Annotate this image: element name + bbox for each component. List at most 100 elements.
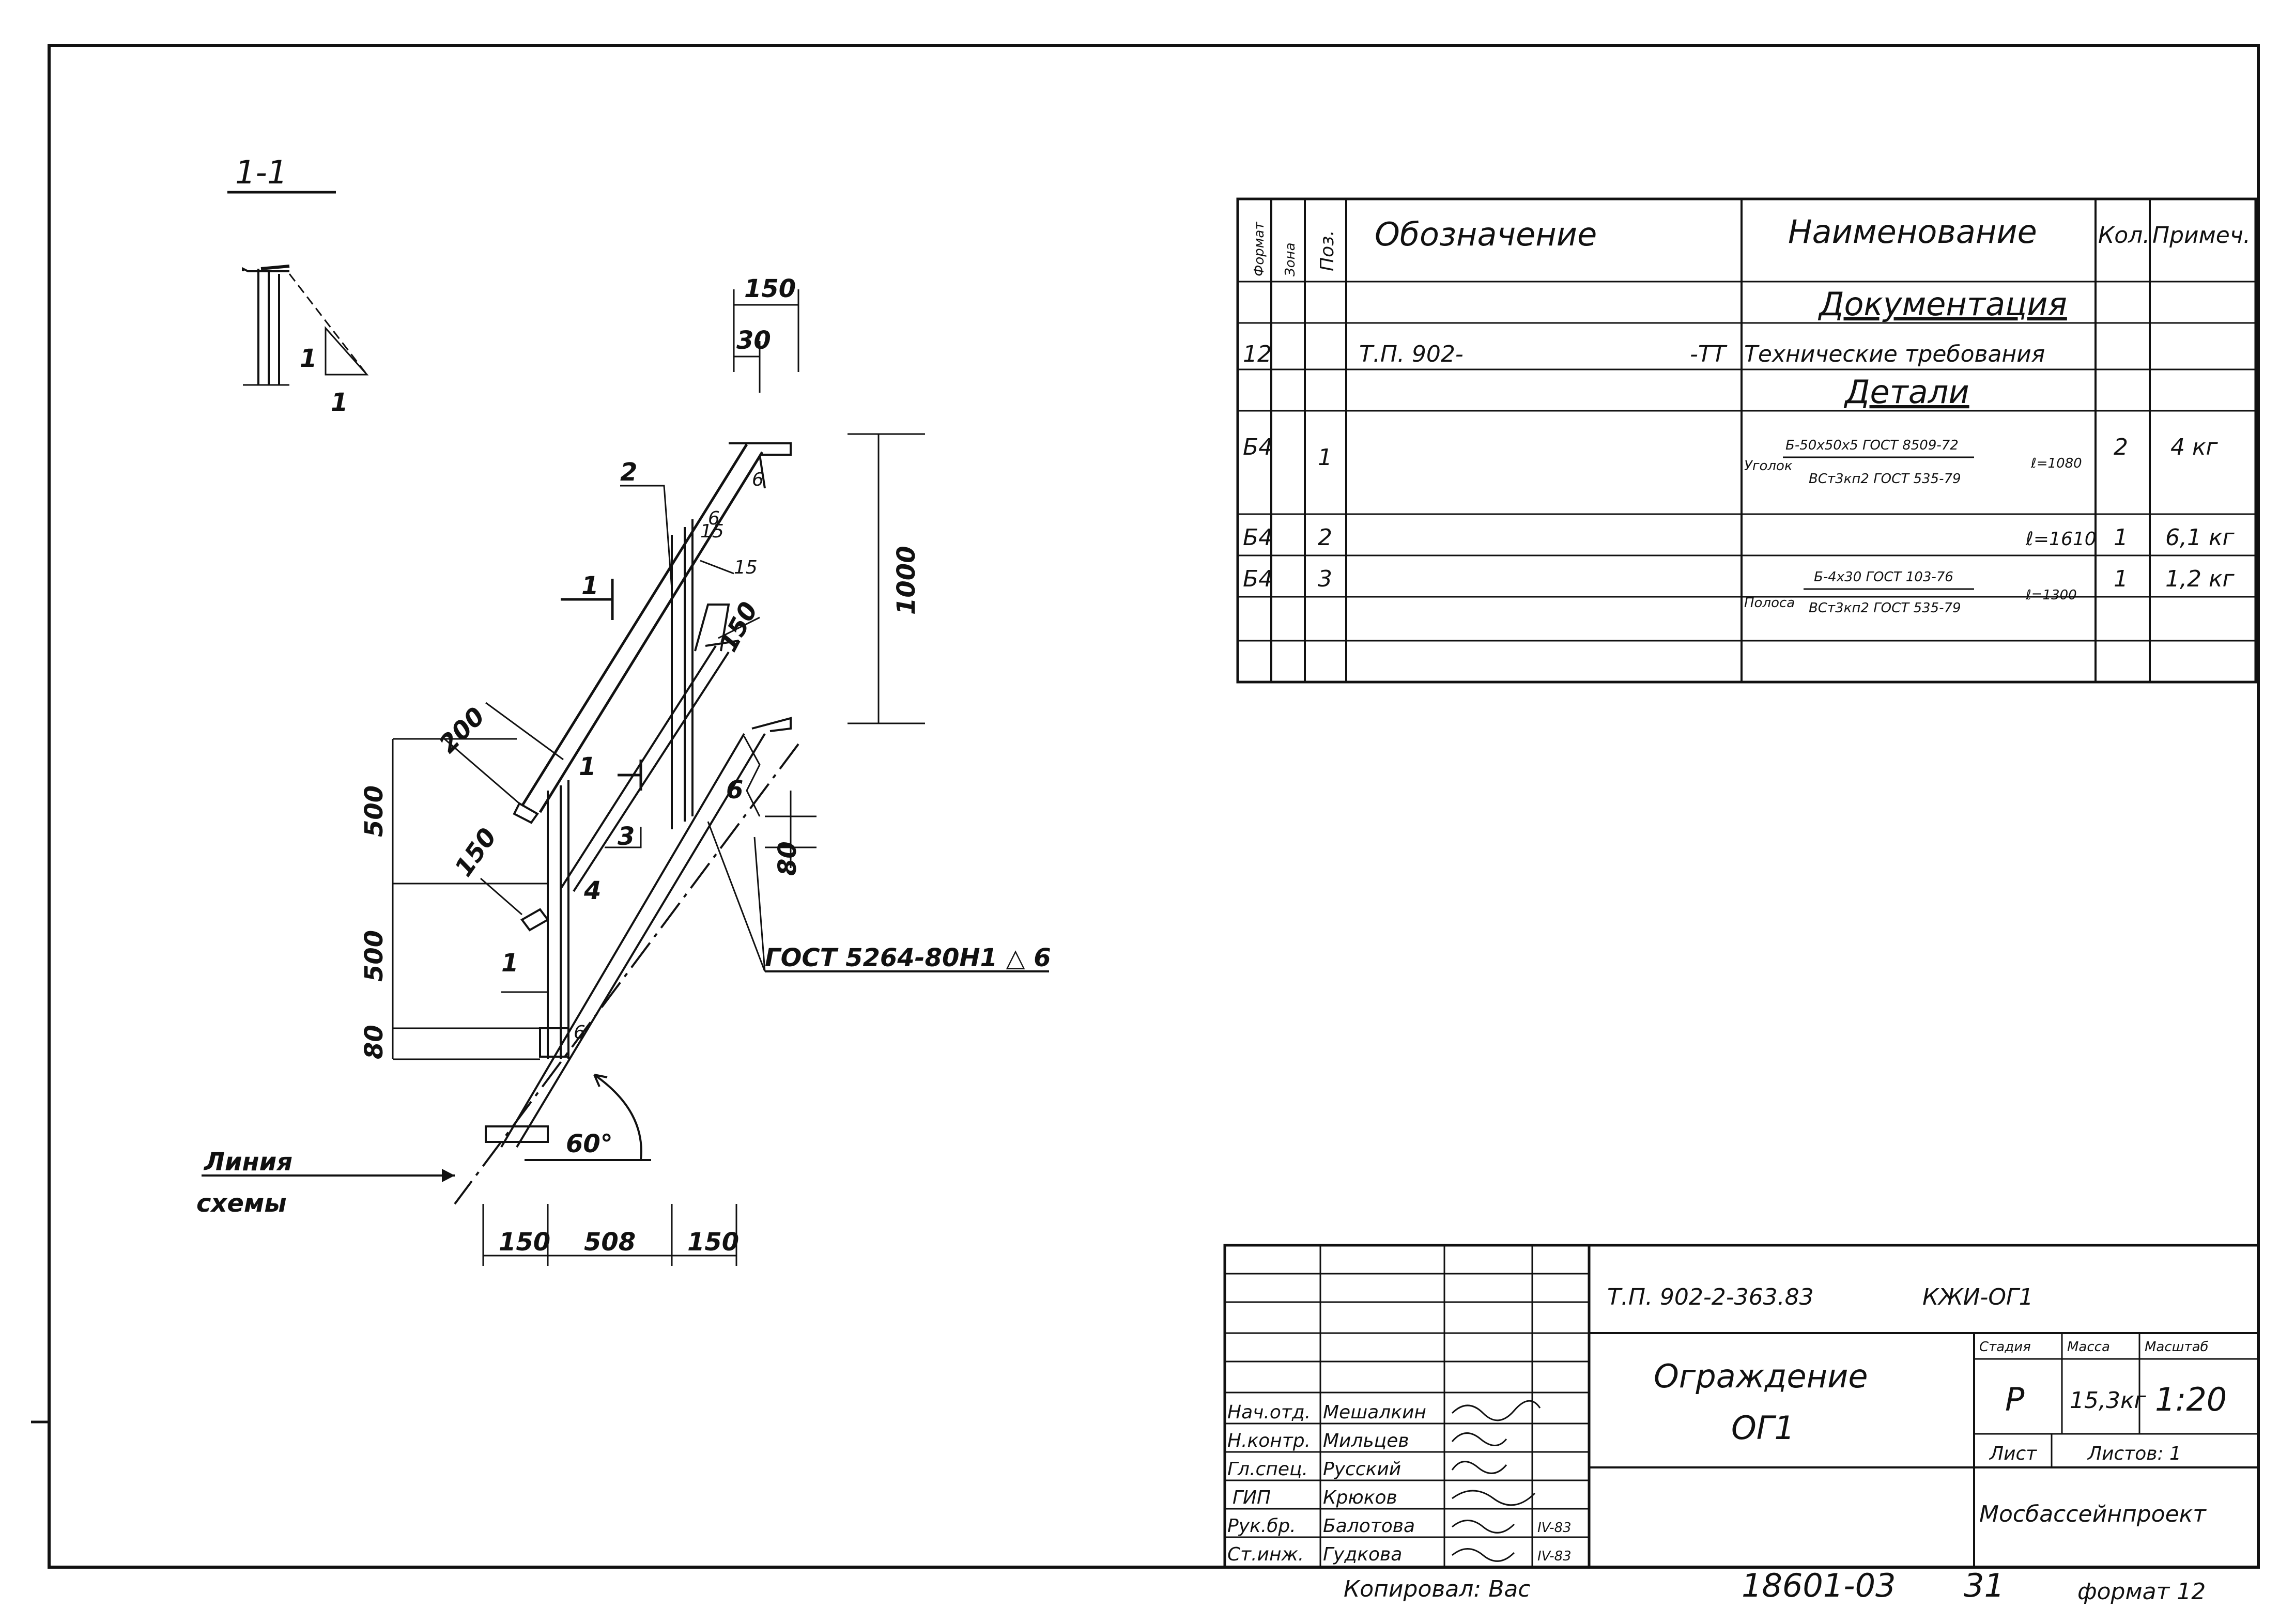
pos-mark-1: 1 (501, 949, 518, 978)
section-label: 1-1 (235, 153, 287, 191)
weld-mark-6a: 6 (752, 469, 764, 490)
row3-note: 1,2 кг (2165, 566, 2235, 592)
tb-role-6: Ст.инж. (1227, 1544, 1304, 1565)
pos-mark-2: 2 (620, 458, 637, 487)
tb-date-6: IV-83 (1537, 1549, 1572, 1564)
row3-len: ℓ=1300 (2025, 587, 2077, 603)
tb-stage-label: Стадия (1979, 1339, 2031, 1355)
row1-prefix: Уголок (1744, 458, 1793, 474)
scheme-line-label-2: схемы (196, 1189, 287, 1218)
tb-mark: КЖИ-ОГ1 (1922, 1284, 2034, 1310)
signatures (1451, 1400, 1541, 1562)
railing-drawing: 60° ГОСТ 5264-80Н1 △ 6 Линия схемы 1000 … (196, 274, 1051, 1266)
section-parts: Детали (1843, 373, 1969, 411)
dim-15a: 15 (700, 521, 724, 542)
dim-80-left: 80 (360, 1025, 389, 1059)
weld-mark-6b: 6 (708, 508, 720, 529)
tb-name-3: Русский (1323, 1459, 1401, 1480)
dim-150-top: 150 (744, 274, 796, 303)
angle-label: 60° (566, 1130, 613, 1158)
row2-qty: 1 (2114, 524, 2128, 551)
tb-role-2: Н.контр. (1227, 1430, 1311, 1451)
slope-run: 1 (331, 388, 348, 417)
tb-name-1: Мешалкин (1323, 1402, 1426, 1423)
row2-format: Б4 (1243, 524, 1273, 551)
slope-rise: 1 (300, 344, 317, 373)
pos-mark-4: 4 (583, 876, 601, 905)
profile-sketch: 1 1 (242, 265, 369, 417)
hdr-note: Примеч. (2152, 222, 2251, 249)
tb-org: Мосбассейнпроект (1979, 1501, 2207, 1527)
weld-note: ГОСТ 5264-80Н1 △ 6 (765, 944, 1051, 972)
pos-mark-3: 3 (618, 822, 635, 851)
tb-stage: Р (2005, 1381, 2025, 1418)
row1-pos: 1 (1318, 444, 1332, 471)
hdr-format: Формат (1252, 222, 1267, 276)
tb-mass: 15,3кг (2070, 1387, 2147, 1414)
row3-prefix: Полоса (1744, 595, 1795, 611)
tb-role-3: Гл.спец. (1227, 1459, 1308, 1480)
tb-code: Т.П. 902-2-363.83 (1607, 1284, 1814, 1310)
dim-80-right: 80 (773, 841, 802, 876)
tb-name-4: Крюков (1323, 1487, 1397, 1508)
row1-qty: 2 (2114, 434, 2128, 460)
row3-format: Б4 (1243, 566, 1273, 592)
dim-500b: 500 (360, 930, 389, 982)
scheme-line-label-1: Линия (203, 1148, 292, 1177)
spec-table: Формат Зона Поз. Обозначение Наименовани… (1236, 197, 2257, 684)
tb-mass-label: Масса (2067, 1339, 2110, 1355)
tb-sheet-label: Лист (1989, 1443, 2037, 1464)
row1-format: Б4 (1243, 434, 1273, 460)
footer-page: 31 (1964, 1567, 2005, 1604)
tb-scale: 1:20 (2155, 1381, 2227, 1418)
dim-1000: 1000 (892, 546, 921, 615)
hdr-pos: Поз. (1317, 230, 1338, 271)
docs-suffix: -ТТ (1690, 341, 1728, 367)
tb-name-6: Гудкова (1323, 1544, 1402, 1565)
dim-30: 30 (736, 326, 771, 355)
cut-mark-1b: 1 (579, 752, 596, 781)
tb-role-5: Рук.бр. (1227, 1515, 1296, 1537)
tb-date-5: IV-83 (1537, 1520, 1572, 1536)
docs-name: Технические требования (1744, 341, 2045, 367)
dim-150-lower: 150 (449, 823, 502, 882)
sheet-frame (48, 44, 2260, 1569)
tb-title-1: Ограждение (1654, 1357, 1868, 1395)
weld-mark-6c: 6 (726, 776, 743, 805)
row1-len: ℓ=1080 (2030, 456, 2082, 471)
tb-title-2: ОГ1 (1731, 1409, 1795, 1447)
row1-name-top: Б-50х50х5 ГОСТ 8509-72 (1785, 438, 1959, 453)
scheme-center-line (454, 743, 799, 1205)
hdr-zone: Зона (1283, 242, 1298, 276)
cut-mark-1a: 1 (581, 571, 598, 600)
section-docs: Документация (1817, 285, 2067, 323)
tb-name-2: Мильцев (1323, 1430, 1409, 1451)
dim-150-br: 150 (687, 1228, 739, 1257)
hdr-designation: Обозначение (1375, 215, 1597, 253)
row3-name-bot: ВСт3кп2 ГОСТ 535-79 (1809, 600, 1961, 616)
row3-pos: 3 (1318, 566, 1332, 592)
hdr-name: Наименование (1788, 213, 2037, 251)
row3-name-top: Б-4х30 ГОСТ 103-76 (1814, 569, 1953, 585)
tb-sheets-label: Листов: 1 (2087, 1443, 2181, 1464)
footer-format: формат 12 (2077, 1579, 2206, 1605)
row3-qty: 1 (2114, 566, 2128, 592)
dim-500a: 500 (360, 785, 389, 837)
row1-name-bot: ВСт3кп2 ГОСТ 535-79 (1809, 471, 1961, 487)
tb-name-5: Балотова (1323, 1515, 1415, 1537)
tb-role-1: Нач.отд. (1227, 1402, 1311, 1423)
docs-format: 12 (1243, 341, 1272, 367)
docs-designation: Т.П. 902- (1359, 341, 1464, 367)
dim-508: 508 (584, 1228, 636, 1257)
weld-mark-6d: 6 (574, 1022, 586, 1043)
footer-copied: Копировал: Вас (1344, 1576, 1531, 1602)
row2-pos: 2 (1318, 524, 1332, 551)
dim-15b: 15 (734, 557, 758, 578)
title-block: Т.П. 902-2-363.83 КЖИ-ОГ1 Ограждение ОГ1… (1223, 1244, 2260, 1569)
hdr-qty: Кол. (2098, 222, 2150, 249)
row2-note: 6,1 кг (2165, 524, 2235, 551)
row1-note: 4 кг (2170, 434, 2219, 460)
tb-scale-label: Масштаб (2145, 1339, 2209, 1355)
dim-200: 200 (434, 702, 490, 759)
